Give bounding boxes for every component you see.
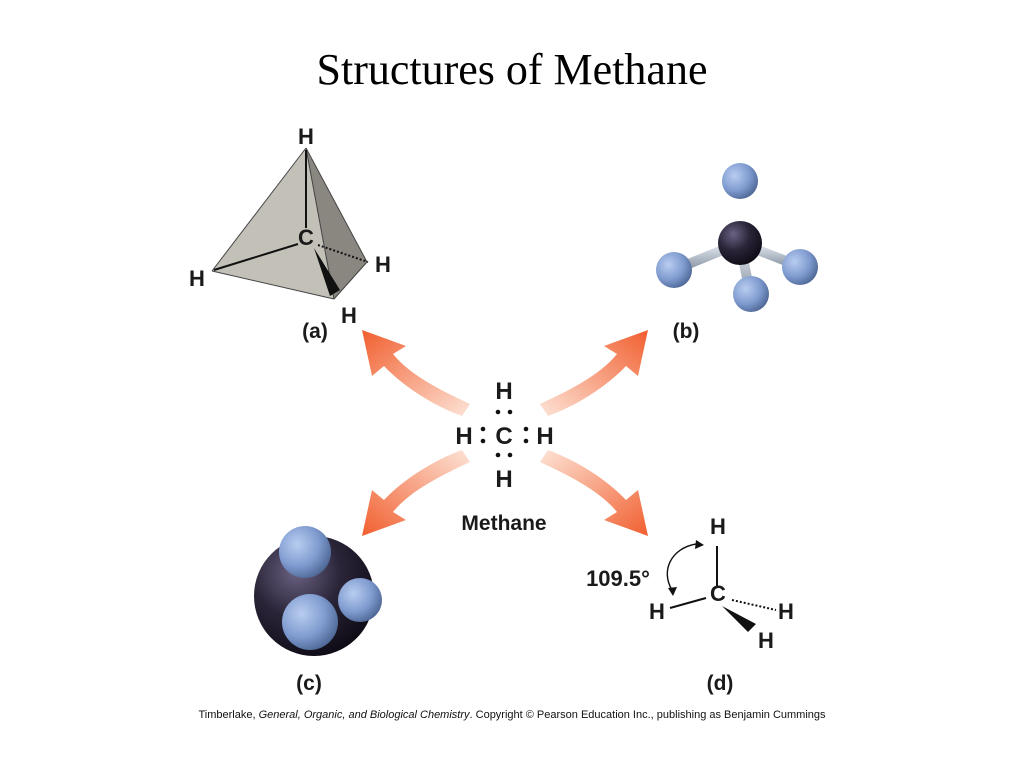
lewis-h-right: H xyxy=(536,423,553,450)
hydrogen-atom-front xyxy=(733,276,769,312)
atom-c-center: C xyxy=(298,225,314,250)
tetrahedron-right-face xyxy=(306,148,367,299)
d-atom-h-left: H xyxy=(649,599,665,624)
panel-a-tetrahedron: H C H H H (a) xyxy=(189,124,391,343)
bond-c-left xyxy=(213,243,299,271)
hydrogen-sphere-front xyxy=(282,594,338,650)
hydrogen-atom-left xyxy=(656,252,692,288)
lewis-h-top: H xyxy=(495,378,512,405)
arrow-to-b xyxy=(540,330,648,416)
atom-h-top: H xyxy=(298,124,314,149)
lewis-c-center: C xyxy=(495,423,512,450)
panel-c-space-filling: (c) xyxy=(254,526,382,695)
bond-c-bottom-wedge xyxy=(314,248,340,296)
panel-b-label: (b) xyxy=(673,320,700,343)
arrow-to-c xyxy=(362,450,470,536)
electron-pair-dots xyxy=(480,409,529,458)
angle-arrow xyxy=(666,543,697,591)
panel-b-ball-and-stick: (b) xyxy=(656,163,818,343)
d-atom-h-top: H xyxy=(710,514,726,539)
hydrogen-atom-top xyxy=(722,163,758,199)
panel-a-label: (a) xyxy=(302,320,328,343)
caption-copyright: . Copyright © Pearson Education Inc., pu… xyxy=(469,709,826,721)
caption-author: Timberlake, xyxy=(198,709,259,721)
panel-d-bond-angle: H C H H H 109.5° (d) xyxy=(586,514,794,695)
caption-book-title: General, Organic, and Biological Chemist… xyxy=(258,709,470,721)
lewis-h-left: H xyxy=(455,423,472,450)
d-atom-c-center: C xyxy=(710,581,726,606)
copyright-caption: Timberlake, General, Organic, and Biolog… xyxy=(0,709,1024,721)
hydrogen-atom-right xyxy=(782,249,818,285)
d-atom-h-bottom: H xyxy=(758,628,774,653)
arrows xyxy=(362,330,648,536)
slide-title: Structures of Methane xyxy=(316,45,708,94)
panel-d-label: (d) xyxy=(707,672,734,695)
atom-h-right: H xyxy=(375,252,391,277)
bond-c-right-dashed xyxy=(317,244,369,263)
carbon-atom xyxy=(718,221,762,265)
lewis-h-bottom: H xyxy=(495,466,512,493)
arrow-to-d xyxy=(540,450,648,536)
arrow-to-a xyxy=(362,330,470,416)
atom-h-bottom: H xyxy=(341,303,357,328)
atom-h-left: H xyxy=(189,266,205,291)
methane-label: Methane xyxy=(461,512,546,535)
bond-angle-label: 109.5° xyxy=(586,566,650,591)
lewis-structure: H H C H H Methane xyxy=(455,378,553,535)
hydrogen-sphere-right xyxy=(338,578,382,622)
d-atom-h-right: H xyxy=(778,599,794,624)
panel-c-label: (c) xyxy=(296,672,322,695)
hydrogen-sphere-top xyxy=(279,526,331,578)
